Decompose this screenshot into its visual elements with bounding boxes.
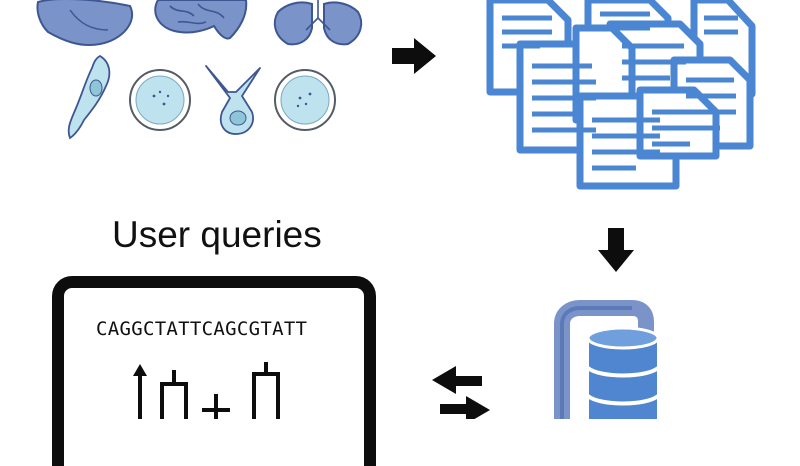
dna-sequence-text: CAGGCTATTCAGCGTATT (96, 318, 308, 340)
user-queries-caption: User queries (112, 214, 322, 255)
round-cell-icon (129, 69, 191, 131)
database-server-icon (554, 300, 660, 419)
bidirectional-arrows-icon (432, 366, 490, 419)
liver-icon (36, 0, 133, 46)
organs-group (36, 0, 363, 46)
brain-icon (154, 0, 248, 40)
cells-group (67, 54, 336, 140)
arrow-down-icon (598, 228, 634, 272)
arrow-right-icon (392, 38, 436, 74)
lungs-icon (273, 0, 363, 46)
neuron-cell-icon (205, 65, 261, 135)
documents-icon (486, 0, 756, 190)
round-cell-icon (274, 69, 336, 131)
fibroblast-cell-icon (67, 54, 111, 140)
signal-track-icon (133, 362, 280, 419)
